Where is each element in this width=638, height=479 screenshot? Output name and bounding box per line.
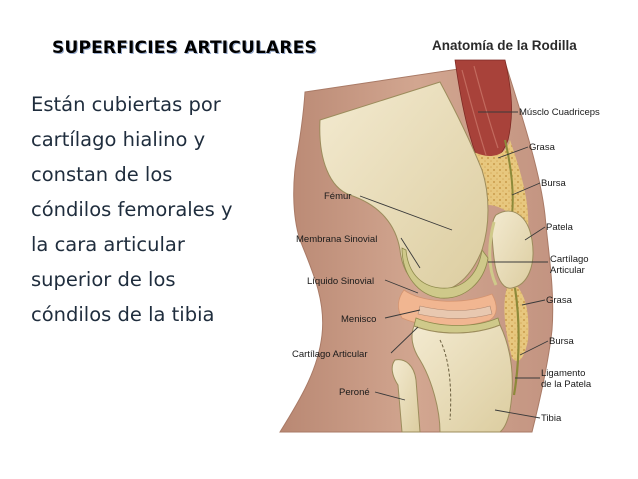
label-cartilago-articular-right: Cartílago (550, 254, 589, 265)
paragraph-line: constan de los (31, 163, 173, 186)
tibia (411, 324, 513, 433)
label-patela: Patela (546, 222, 574, 233)
paragraph-line: Están cubiertas por (31, 93, 221, 116)
label-bursa-top: Bursa (541, 178, 567, 189)
label-grasa-mid: Grasa (546, 295, 573, 306)
label-cartilago-articular-left: Cartílago Articular (292, 349, 368, 360)
label-perone: Peroné (339, 387, 370, 398)
label-liquido-sinovial: Líquido Sinovial (307, 276, 374, 287)
figure-title: Anatomía de la Rodilla (432, 38, 577, 53)
label-femur: Fémur (324, 191, 351, 202)
meniscus (417, 305, 493, 319)
label-ligamento-patela: Ligamento (541, 368, 585, 379)
label-ligamento-patela: de la Patela (541, 379, 592, 390)
fibula (391, 359, 421, 433)
label-tibia: Tibia (541, 413, 562, 424)
paragraph-line: cartílago hialino y (31, 128, 206, 151)
fat-pad-lower (504, 280, 529, 361)
paragraph-line: cóndilos femorales y (31, 198, 233, 221)
fat-pad-upper (470, 140, 529, 230)
label-menisco: Menisco (341, 314, 376, 325)
patella (491, 210, 534, 289)
label-cartilago-articular-right: Articular (550, 265, 585, 276)
patellar-ligament (512, 287, 520, 396)
label-musculo-cuadriceps: Músclo Cuadriceps (519, 107, 600, 118)
body-paragraph: Están cubiertas por cartílago hialino y … (31, 87, 281, 332)
paragraph-line: superior de los (31, 268, 176, 291)
femoral-cartilage (401, 247, 489, 299)
paragraph-line: cóndilos de la tibia (31, 303, 215, 326)
label-bursa-bottom: Bursa (549, 336, 575, 347)
paragraph-line: la cara articular (31, 233, 185, 256)
label-membrana-sinovial: Membrana Sinovial (296, 234, 377, 245)
slide-title: SUPERFICIES ARTICULARES (52, 38, 317, 58)
label-grasa-top: Grasa (529, 142, 556, 153)
